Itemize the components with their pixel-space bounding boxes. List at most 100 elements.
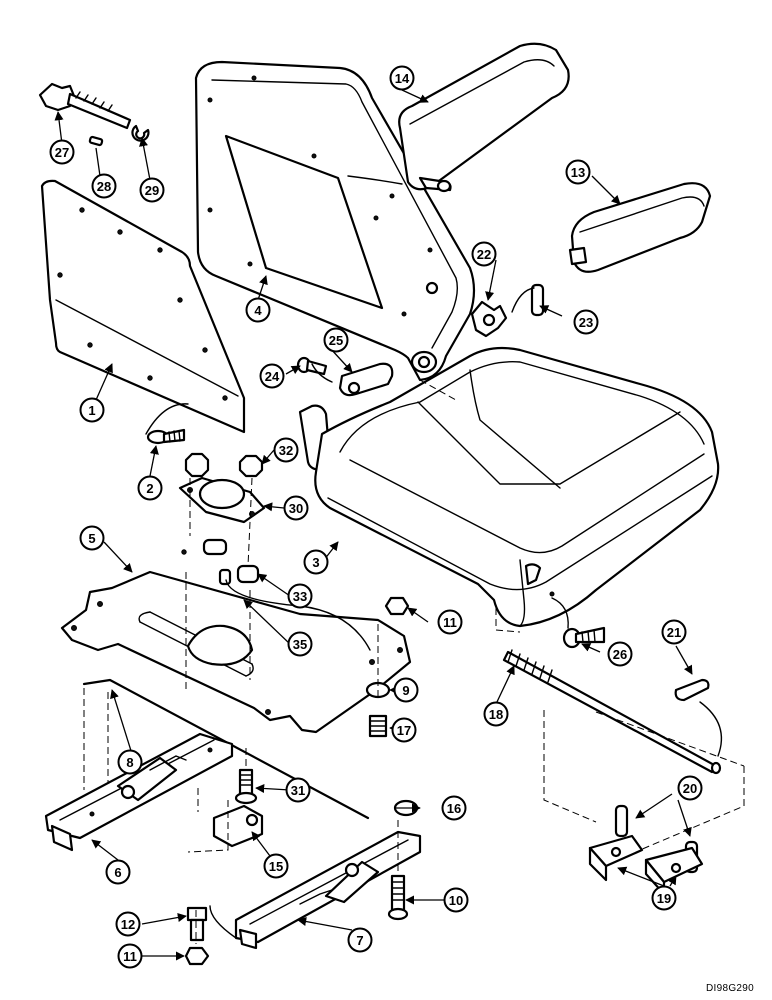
callout-number: 24 [265, 369, 280, 384]
callout-number: 4 [254, 303, 262, 318]
callout-14: 14 [389, 65, 415, 91]
callout-number: 27 [55, 145, 69, 160]
callout-1: 1 [79, 397, 105, 423]
callout-number: 12 [121, 917, 135, 932]
callout-number: 14 [395, 71, 410, 86]
bolt-12 [186, 906, 208, 942]
callout-10: 10 [443, 887, 469, 913]
rail-curve-12 [209, 905, 237, 939]
callout-number: 2 [146, 481, 153, 496]
callout-32: 32 [273, 437, 299, 463]
callout-number: 13 [571, 165, 585, 180]
pin-23 [530, 283, 545, 317]
bolt-curve-25 [311, 363, 333, 383]
screw-curve-26 [551, 597, 569, 629]
callout-number: 26 [613, 647, 627, 662]
callout-number: 22 [477, 247, 491, 262]
bolt-10 [387, 874, 409, 921]
callout-number: 29 [145, 183, 159, 198]
back-panel-1 [40, 179, 246, 434]
knob-22 [470, 300, 508, 338]
callout-2: 2 [137, 475, 163, 501]
callout-33: 33 [287, 583, 313, 609]
callout-6: 6 [105, 859, 131, 885]
callout-number: 30 [289, 501, 303, 516]
callout-number: 7 [356, 933, 363, 948]
callout-35: 35 [287, 631, 313, 657]
callout-18: 18 [483, 701, 509, 727]
callout-number: 25 [329, 333, 343, 348]
screw-curve-2 [145, 403, 189, 435]
callout-26: 26 [607, 641, 633, 667]
bolt-17 [368, 714, 388, 738]
callout-number: 6 [114, 865, 121, 880]
callout-number: 10 [449, 893, 463, 908]
callout-number: 15 [269, 859, 283, 874]
drawing-code: DI98G290 [706, 983, 754, 994]
callout-22: 22 [471, 241, 497, 267]
hinge-24 [338, 362, 394, 397]
callout-11: 11 [437, 609, 463, 635]
callout-number: 19 [657, 891, 671, 906]
seat-back-frame-4 [194, 60, 476, 382]
handle-curve-21 [699, 701, 723, 757]
nut-11-lower [184, 946, 210, 966]
nut-32 [238, 454, 264, 478]
armrest-14 [398, 42, 570, 193]
callout-21: 21 [661, 619, 687, 645]
callout-16: 16 [441, 795, 467, 821]
threaded-rod-18 [502, 649, 722, 775]
callout-number: 1 [88, 403, 95, 418]
callout-15: 15 [263, 853, 289, 879]
spacer-33b [236, 564, 260, 584]
rod-8 [82, 678, 370, 820]
callout-13: 13 [565, 159, 591, 185]
callout-number: 11 [123, 949, 137, 964]
bracket-15 [212, 804, 264, 848]
callout-number: 23 [579, 315, 593, 330]
armrest-13 [568, 182, 712, 273]
callout-number: 21 [667, 625, 681, 640]
seat-rail-6 [44, 732, 234, 852]
callout-19: 19 [651, 885, 677, 911]
callout-27: 27 [49, 139, 75, 165]
bolt-31 [234, 768, 258, 805]
spacer-33c [218, 568, 232, 586]
bolt-25 [296, 356, 328, 376]
callout-12: 12 [115, 911, 141, 937]
callout-number: 17 [397, 723, 411, 738]
screw-26 [562, 626, 606, 649]
callout-5: 5 [79, 525, 105, 551]
adjuster-knob-27 [38, 82, 132, 130]
callout-28: 28 [91, 173, 117, 199]
bracket-19a [588, 834, 644, 882]
callout-8: 8 [117, 749, 143, 775]
callout-number: 28 [97, 179, 111, 194]
base-plate-5 [60, 549, 412, 734]
callout-number: 16 [447, 801, 461, 816]
callout-9: 9 [393, 677, 419, 703]
callout-number: 31 [291, 783, 305, 798]
callout-labels: 1234567891011111213141516171819202122232… [49, 65, 703, 969]
nut-stack [184, 452, 210, 478]
callout-17: 17 [391, 717, 417, 743]
pivot-plate-30 [178, 476, 266, 524]
callout-29: 29 [139, 177, 165, 203]
callout-3: 3 [303, 549, 329, 575]
seat-cushion-3 [298, 346, 720, 628]
assembly-lines [83, 379, 745, 944]
callout-24: 24 [259, 363, 285, 389]
callout-20: 20 [677, 775, 703, 801]
pin-20a [614, 804, 629, 838]
callout-number: 9 [402, 683, 409, 698]
spacer-33a [202, 538, 228, 556]
pin-curve-23 [511, 287, 535, 313]
callout-7: 7 [347, 927, 373, 953]
callout-number: 5 [88, 531, 95, 546]
callout-number: 18 [489, 707, 503, 722]
callout-4: 4 [245, 297, 271, 323]
callout-25: 25 [323, 327, 349, 353]
handle-21 [674, 678, 710, 702]
callout-number: 8 [126, 755, 133, 770]
